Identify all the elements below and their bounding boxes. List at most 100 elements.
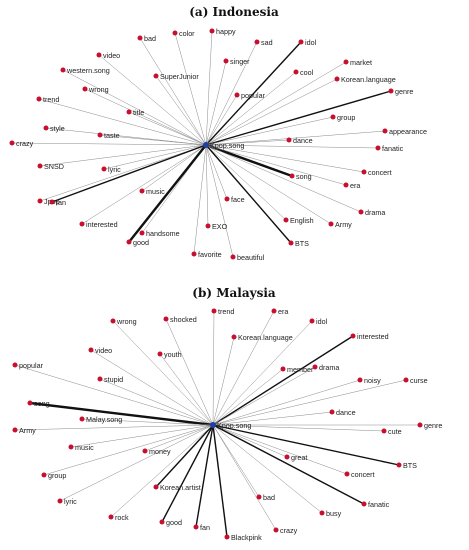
edge-indonesia-english	[205, 144, 287, 221]
edge-indonesia-bts	[205, 144, 292, 244]
node-label: noisy	[364, 376, 381, 385]
node-malaysia-money	[142, 448, 148, 454]
edge-indonesia-music	[141, 144, 207, 192]
node-indonesia-jpop	[37, 198, 43, 204]
edge-indonesia-singer	[205, 60, 227, 146]
edge-malaysia-stupid	[99, 378, 214, 426]
edge-group-indonesia	[11, 30, 392, 258]
node-malaysia-rock	[108, 514, 114, 520]
edge-indonesia-title	[128, 111, 207, 146]
node-malaysia-busy	[319, 510, 325, 516]
edge-malaysia-curse	[212, 379, 407, 426]
edge-group-malaysia	[14, 310, 420, 538]
node-malaysia-korean-language	[231, 334, 237, 340]
node-indonesia-group	[330, 114, 336, 120]
node-indonesia-popular	[234, 92, 240, 98]
node-indonesia-handsome	[139, 230, 145, 236]
edge-indonesia-favorite	[193, 144, 207, 255]
node-indonesia-music	[139, 188, 145, 194]
edge-indonesia-popular	[205, 94, 238, 146]
node-label: song	[34, 399, 50, 408]
node-malaysia-interested	[350, 333, 356, 339]
edge-malaysia-fanatic	[212, 424, 365, 505]
node-malaysia-bts	[396, 462, 402, 468]
edge-indonesia-style	[45, 127, 207, 146]
edge-malaysia-wrong	[112, 320, 214, 426]
node-label: beautiful	[237, 253, 265, 262]
edge-indonesia-wrong	[84, 88, 207, 146]
edge-indonesia-color	[174, 32, 207, 146]
edge-malaysia-money	[144, 424, 214, 452]
node-indonesia-singer	[223, 58, 229, 64]
node-label: Malay.song	[86, 415, 122, 424]
edge-indonesia-group	[205, 116, 334, 146]
edge-malaysia-group	[43, 424, 214, 476]
edge-indonesia-happy	[205, 30, 213, 146]
edge-malaysia-popular	[14, 364, 214, 426]
node-indonesia-english	[283, 217, 289, 223]
node-indonesia-taste	[97, 132, 103, 138]
edge-indonesia-drama	[205, 144, 362, 213]
node-indonesia-song	[289, 173, 295, 179]
node-malaysia-army	[12, 427, 18, 433]
node-malaysia-video	[88, 347, 94, 353]
node-malaysia-cute	[381, 428, 387, 434]
edge-malaysia-fan	[195, 424, 214, 528]
edge-malaysia-good	[161, 424, 214, 523]
edge-indonesia-era	[205, 144, 347, 186]
node-label: English	[290, 216, 314, 225]
edge-indonesia-interested	[81, 144, 207, 225]
node-malaysia-lyric	[57, 498, 63, 504]
node-indonesia-cool	[293, 69, 299, 75]
edge-malaysia-bts	[212, 424, 400, 466]
node-label: dance	[336, 408, 356, 417]
node-label: Blackpink	[231, 533, 262, 542]
node-label: interested	[357, 332, 389, 341]
node-label: title	[133, 108, 144, 117]
node-label: video	[95, 346, 112, 355]
edge-indonesia-superjunior	[155, 75, 207, 146]
node-indonesia-korean-language	[334, 76, 340, 82]
node-label: sad	[261, 38, 273, 47]
edge-malaysia-shocked	[165, 318, 214, 426]
edge-indonesia-sad	[205, 41, 258, 146]
node-malaysia-genre	[417, 422, 423, 428]
node-malaysia-music	[68, 444, 74, 450]
node-label: wrong	[116, 317, 137, 326]
edge-indonesia-beautiful	[205, 144, 234, 258]
node-malaysia-noisy	[357, 377, 363, 383]
edge-indonesia-fanatic	[205, 144, 379, 149]
edge-indonesia-song	[205, 143, 293, 178]
node-label: money	[149, 447, 171, 456]
node-indonesia-concert	[361, 169, 367, 175]
node-malaysia-dance	[329, 409, 335, 415]
edge-indonesia-concert	[205, 144, 365, 173]
node-malaysia-curse	[403, 377, 409, 383]
node-label: singer	[230, 57, 250, 66]
node-indonesia-video	[96, 52, 102, 58]
edge-indonesia-appearance	[205, 130, 386, 146]
panel-title-malaysia: (b) Malaysia	[192, 286, 276, 300]
node-label: trend	[43, 95, 59, 104]
node-indonesia-market	[343, 59, 349, 65]
node-label: great	[291, 453, 307, 462]
edge-malaysia-interested	[212, 335, 354, 426]
node-label: era	[278, 307, 288, 316]
node-indonesia-appearance	[382, 128, 388, 134]
hub-node-malaysia	[210, 422, 216, 428]
edge-malaysia-noisy	[212, 379, 361, 426]
edge-indonesia-dance	[205, 139, 290, 146]
node-label: face	[231, 195, 245, 204]
node-indonesia-wrong	[82, 86, 88, 92]
node-label: genre	[424, 421, 442, 430]
node-label: drama	[319, 363, 339, 372]
edge-malaysia-korean-artist	[155, 424, 214, 488]
node-indonesia-favorite	[191, 251, 197, 257]
node-label: good	[133, 238, 149, 247]
hub-label: Kpop.song	[210, 141, 244, 150]
node-label: popular	[241, 91, 266, 100]
edge-indonesia-video	[98, 54, 207, 146]
node-label: group	[48, 471, 66, 480]
